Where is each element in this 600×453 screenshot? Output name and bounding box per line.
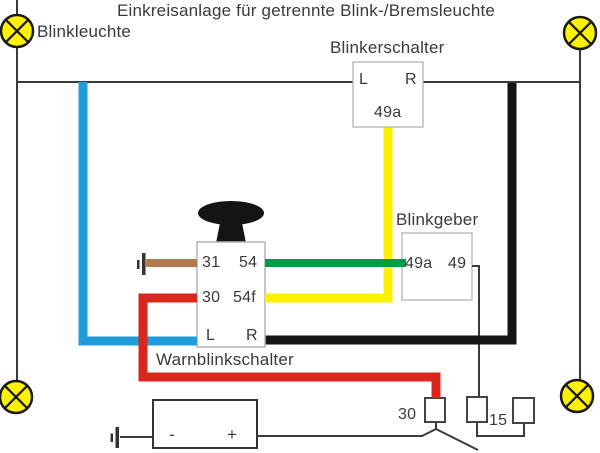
lamp-icon-bottom-right: [559, 378, 595, 414]
warnblink-terminal-30: 30: [202, 289, 221, 306]
blinkerschalter-box: [352, 61, 424, 128]
lamp-icon-top-right: [562, 15, 598, 51]
blinkerschalter-terminal-l: L: [359, 71, 369, 88]
label-terminal-15: 15: [489, 412, 508, 429]
label-blinkerschalter: Blinkerschalter: [330, 38, 445, 57]
label-blinkleuchte: Blinkleuchte: [37, 22, 132, 41]
label-blinkgeber: Blinkgeber: [396, 210, 479, 229]
wire-49-to-15: [472, 265, 480, 398]
wire-yellow: [265, 127, 393, 303]
ground-icon: [115, 427, 119, 448]
ground-icon: [142, 253, 146, 275]
battery-box: [152, 399, 258, 449]
blinkgeber-terminal-49a: 49a: [405, 255, 433, 272]
blinkgeber-box: [401, 232, 473, 301]
wire-black-right: [265, 83, 517, 345]
battery-minus-label: -: [169, 425, 175, 444]
wire-battery-plus: [257, 428, 437, 437]
wire-blue: [78, 82, 197, 346]
warnblink-terminal-l: L: [206, 327, 216, 344]
label-terminal-30: 30: [398, 406, 417, 423]
lamp-icon-top-left: [0, 13, 35, 49]
blinkerschalter-terminal-49a: 49a: [374, 104, 402, 121]
label-warnblinkschalter: Warnblinkschalter: [156, 350, 294, 369]
blinkerschalter-terminal-r: R: [405, 71, 417, 88]
terminal-box-30: [424, 397, 446, 423]
battery-plus-label: +: [227, 425, 238, 444]
blinkgeber-terminal-49: 49: [448, 255, 467, 272]
terminal-box-15b: [512, 397, 535, 424]
warnblink-terminal-r: R: [246, 327, 258, 344]
wire-15-link: [476, 422, 525, 437]
switch-blade-icon: [435, 428, 479, 451]
warnblink-terminal-31: 31: [202, 254, 221, 271]
knob-icon: [198, 201, 264, 225]
warnblink-terminal-54: 54: [239, 254, 258, 271]
lamp-icon-bottom-left: [0, 379, 34, 415]
ground-icon: [110, 433, 113, 442]
warnblink-terminal-54f: 54f: [233, 289, 256, 306]
terminal-box-15a: [466, 396, 488, 423]
page-title: Einkreisanlage für getrennte Blink-/Brem…: [116, 1, 496, 20]
wire-red: [138, 293, 441, 398]
ground-icon: [137, 260, 140, 269]
